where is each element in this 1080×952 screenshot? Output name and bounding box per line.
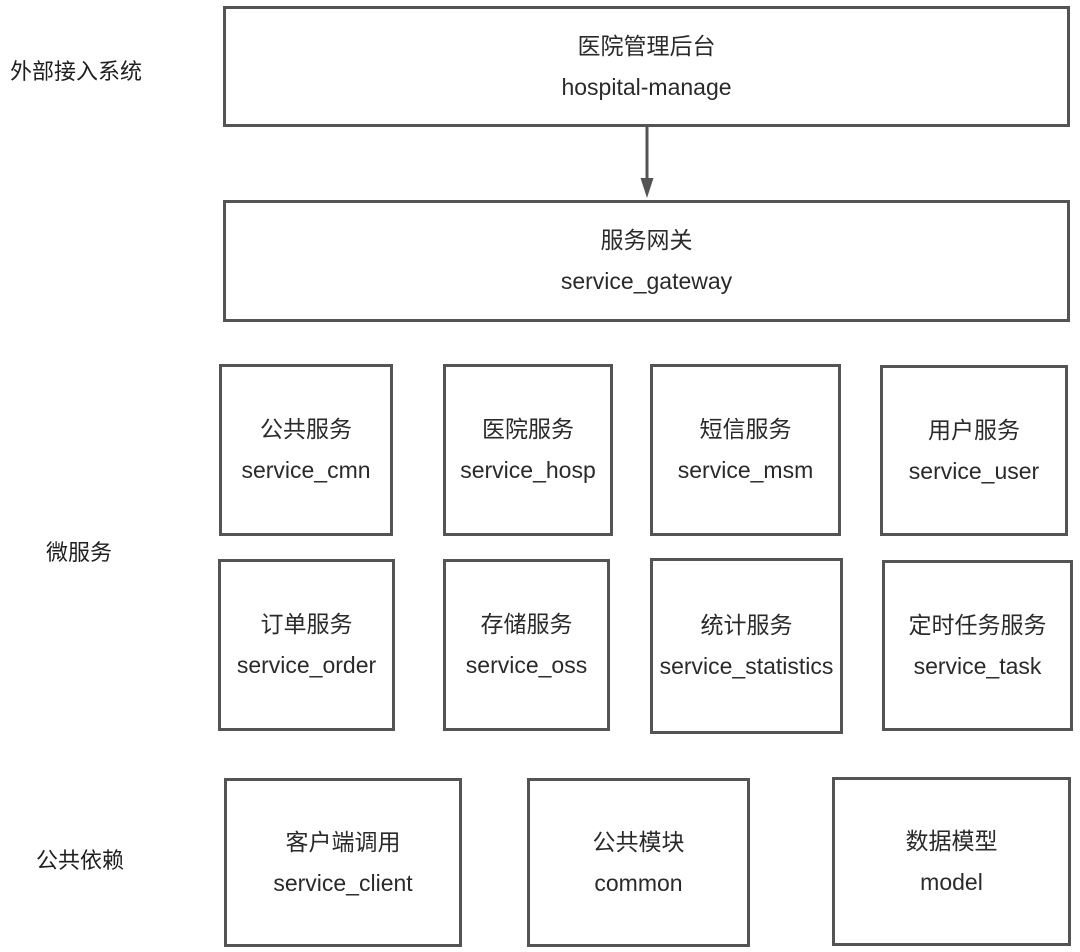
node-code: service_oss bbox=[465, 652, 588, 678]
section-label-microservices: 微服务 bbox=[46, 540, 113, 565]
node-hospital-manage: 医院管理后台 hospital-manage bbox=[223, 6, 1070, 127]
node-title: 用户服务 bbox=[928, 416, 1020, 443]
node-code: service_user bbox=[908, 457, 1040, 484]
node-code: service_statistics bbox=[659, 653, 834, 679]
node-title: 统计服务 bbox=[700, 612, 793, 638]
node-common-module: 公共模块 common bbox=[527, 778, 750, 947]
node-service-statistics: 统计服务 service_statistics bbox=[650, 558, 843, 734]
node-title: 公共服务 bbox=[260, 416, 352, 442]
node-service-hosp: 医院服务 service_hosp bbox=[443, 364, 613, 536]
node-code: model bbox=[920, 868, 983, 895]
node-title: 医院管理后台 bbox=[577, 32, 716, 59]
node-code: hospital-manage bbox=[561, 73, 732, 100]
node-title: 存储服务 bbox=[480, 611, 573, 637]
node-title: 服务网关 bbox=[600, 227, 693, 253]
node-title: 订单服务 bbox=[260, 611, 353, 637]
node-service-user: 用户服务 service_user bbox=[880, 365, 1068, 536]
node-code: service_gateway bbox=[560, 268, 733, 294]
node-service-client: 客户端调用 service_client bbox=[224, 778, 462, 947]
node-code: service_cmn bbox=[241, 457, 371, 483]
node-title: 医院服务 bbox=[482, 416, 574, 442]
section-label-external-systems: 外部接入系统 bbox=[10, 59, 143, 84]
node-code: service_order bbox=[236, 652, 377, 678]
arrow-down-icon bbox=[640, 127, 654, 198]
node-service-msm: 短信服务 service_msm bbox=[650, 364, 841, 536]
node-code: service_msm bbox=[677, 457, 814, 483]
node-service-cmn: 公共服务 service_cmn bbox=[219, 364, 393, 536]
node-code: common bbox=[594, 869, 683, 896]
node-service-gateway: 服务网关 service_gateway bbox=[223, 200, 1070, 322]
node-data-model: 数据模型 model bbox=[832, 777, 1071, 946]
node-code: service_client bbox=[273, 869, 413, 896]
node-service-task: 定时任务服务 service_task bbox=[882, 560, 1073, 731]
node-title: 短信服务 bbox=[699, 416, 792, 442]
node-service-order: 订单服务 service_order bbox=[218, 559, 395, 731]
node-title: 数据模型 bbox=[905, 827, 998, 854]
node-title: 公共模块 bbox=[592, 828, 685, 855]
node-code: service_hosp bbox=[460, 457, 596, 483]
section-label-common-deps: 公共依赖 bbox=[36, 848, 125, 873]
node-title: 定时任务服务 bbox=[908, 611, 1047, 638]
node-service-oss: 存储服务 service_oss bbox=[443, 559, 610, 731]
node-title: 客户端调用 bbox=[285, 828, 401, 855]
node-code: service_task bbox=[913, 652, 1042, 679]
